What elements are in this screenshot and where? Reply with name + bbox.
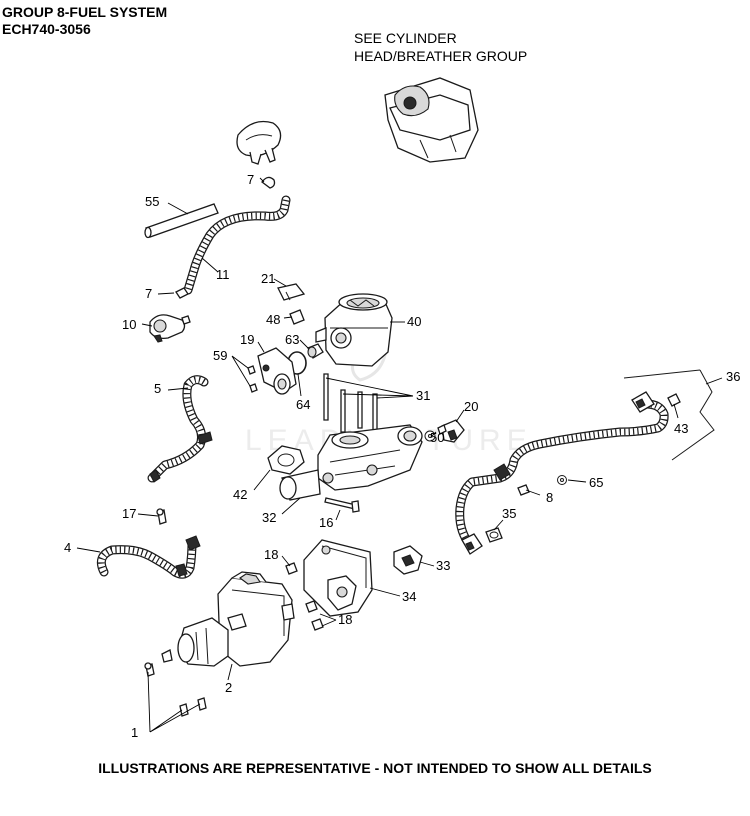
callout-55: 55 [145,194,159,209]
callout-48: 48 [266,312,280,327]
connector-part-43 [667,393,681,407]
callout-65: 65 [589,475,603,490]
callout-18-lower: 18 [338,612,352,627]
callout-50: 50 [430,430,444,445]
callout-43: 43 [674,421,688,436]
fuel-tube-part-55 [144,203,219,239]
callout-59: 59 [213,348,227,363]
callout-4: 4 [64,540,71,555]
callout-16: 16 [319,515,333,530]
screw-part-59 [247,365,258,393]
callout-8: 8 [546,490,553,505]
stud-part-31 [323,373,378,433]
cylinder-head-breather-part [384,77,479,163]
callout-18-upper: 18 [264,547,278,562]
bracket-part-21 [277,283,306,301]
bolt-part-16 [324,497,360,513]
callout-40: 40 [407,314,421,329]
callout-19: 19 [240,332,254,347]
callout-7-lower: 7 [145,286,152,301]
callout-64: 64 [296,397,310,412]
hose-clamp-part-top [261,176,276,189]
gasket-part-42 [267,445,305,475]
adapter-part-19 [257,347,297,395]
callout-1: 1 [131,725,138,740]
disclaimer-footer: ILLUSTRATIONS ARE REPRESENTATIVE - NOT I… [98,760,652,776]
callout-7-top: 7 [247,172,254,187]
callout-5: 5 [154,381,161,396]
screw-part-8 [517,484,530,496]
fuel-hose-part-11 [183,195,291,295]
callout-10: 10 [122,317,136,332]
callout-34: 34 [402,589,416,604]
callout-36: 36 [726,369,740,384]
callout-31: 31 [416,388,430,403]
washer-part-65 [557,475,567,485]
screw-part-18-upper [285,562,298,575]
fuel-valve-part-10 [149,314,191,343]
hose-clamp-part-lower [175,287,189,299]
clip-part-35 [485,527,503,543]
callout-20: 20 [464,399,478,414]
washer-part-50 [424,430,436,442]
group-title: GROUP 8-FUEL SYSTEM [2,4,168,20]
cap-part-48 [289,309,305,325]
screw-part-18-lower [305,600,324,631]
callout-2: 2 [225,680,232,695]
see-group-note-line2: HEAD/BREATHER GROUP [354,48,528,64]
plug-part-63 [307,343,324,359]
throttle-body-part-40 [315,293,393,367]
fuel-pump-part [236,120,282,165]
callout-labels: 55 7 11 7 10 21 48 40 19 63 59 64 5 31 2… [64,172,740,740]
callout-21: 21 [261,271,275,286]
model-number: ECH740-3056 [2,21,91,37]
callout-42: 42 [233,487,247,502]
screw-part-17 [156,508,167,525]
sensor-part-20 [437,419,465,443]
wiring-harness-part-36 [455,369,715,555]
callout-17: 17 [122,506,136,521]
fuel-pump-module-part-2 [161,571,295,667]
callout-63: 63 [285,332,299,347]
screw-part-1 [144,662,207,717]
see-group-note-line1: SEE CYLINDER [354,30,457,46]
callout-32: 32 [262,510,276,525]
callout-33: 33 [436,558,450,573]
bracket-plate-part-34 [303,539,373,617]
fuel-hose-part-5 [147,375,213,483]
leader-lines [76,177,723,733]
intake-manifold-part-32 [279,424,423,501]
fuel-hose-part-4 [96,535,201,579]
callout-35: 35 [502,506,516,521]
callout-11: 11 [216,267,230,282]
sensor-part-33 [393,545,423,575]
